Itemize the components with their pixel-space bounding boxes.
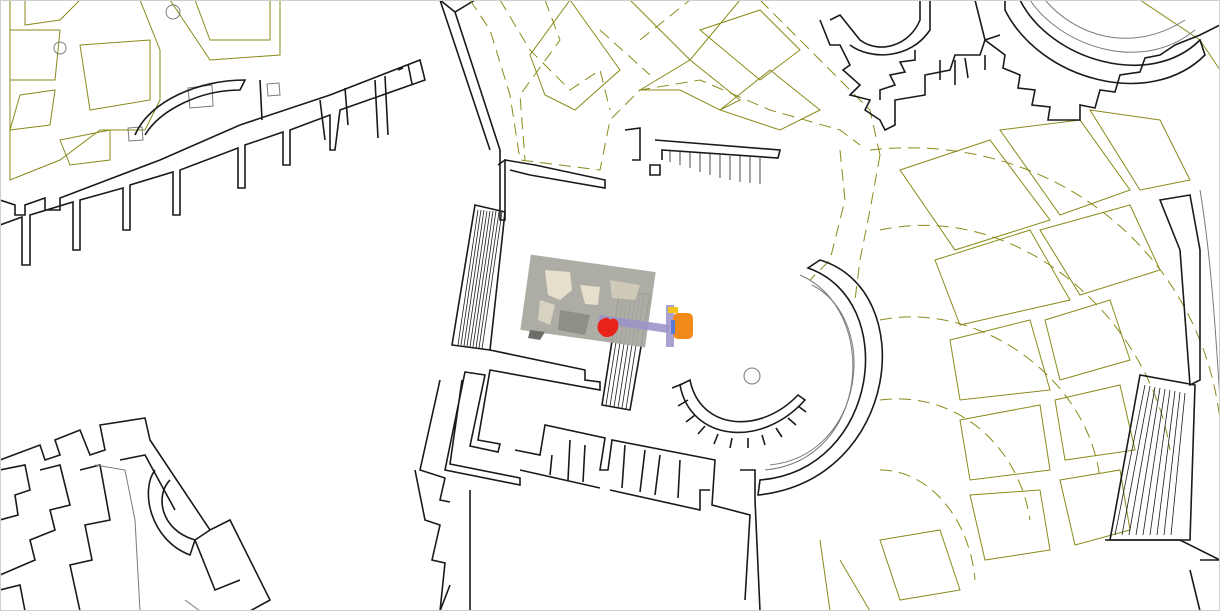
garden-top-left	[0, 0, 281, 190]
wall-structure-north-east	[819, 0, 1001, 132]
wall-structure-top-left	[0, 58, 426, 266]
steps-north	[669, 150, 761, 184]
player-marker-icon[interactable]	[597, 317, 619, 338]
wall-structure-south	[414, 349, 761, 611]
object-marker-icon[interactable]	[666, 305, 693, 347]
arena-garden-east	[819, 0, 1220, 611]
minimap-overlay[interactable]	[520, 254, 656, 348]
steps-east	[1109, 374, 1196, 541]
wall-structure-south-west	[0, 417, 272, 611]
semicircle-building	[671, 259, 884, 500]
amphitheater-east	[974, 0, 1220, 611]
garden-paths-top	[469, 0, 881, 301]
direction-pointer-icon	[598, 315, 670, 333]
stairs-west	[451, 204, 506, 351]
central-road	[439, 0, 782, 221]
